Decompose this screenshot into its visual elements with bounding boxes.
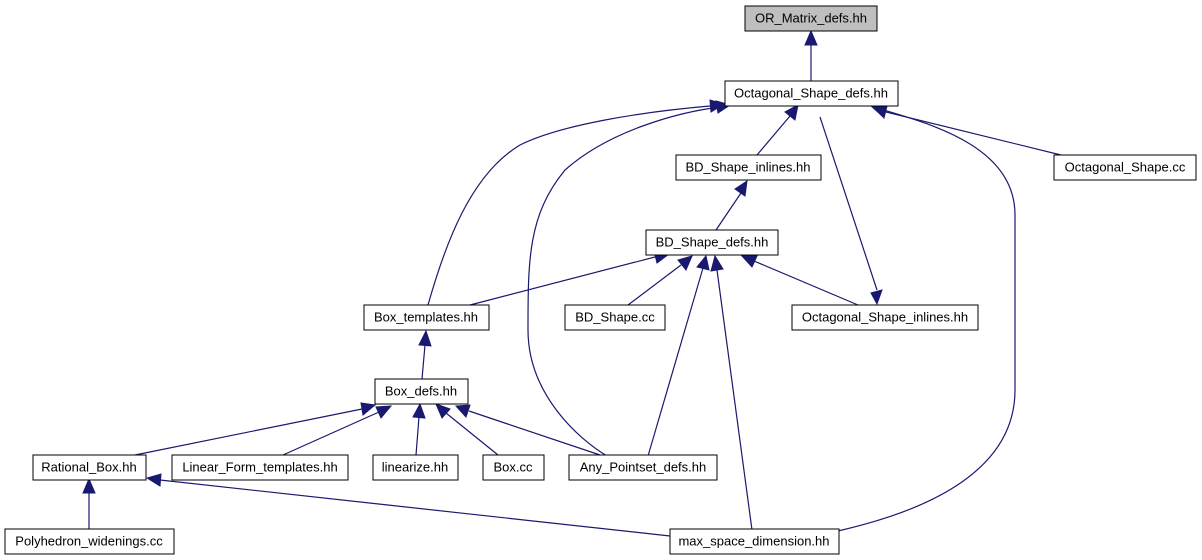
- node-polyhedron-widenings[interactable]: Polyhedron_widenings.cc: [4, 528, 175, 555]
- arrowhead: [418, 329, 432, 347]
- node-or-matrix-defs[interactable]: OR_Matrix_defs.hh: [744, 5, 878, 32]
- arrowhead: [412, 402, 426, 419]
- node-label: Box_templates.hh: [374, 309, 478, 324]
- node-label: BD_Shape_defs.hh: [656, 234, 769, 249]
- arrowhead: [677, 255, 693, 271]
- arrowhead: [804, 29, 818, 46]
- node-octagonal-shape-defs[interactable]: Octagonal_Shape_defs.hh: [724, 80, 899, 107]
- node-label: Octagonal_Shape.cc: [1065, 159, 1186, 174]
- node-label: linearize.hh: [382, 459, 449, 474]
- node-rational-box[interactable]: Rational_Box.hh: [32, 454, 147, 481]
- edge-bd-shape-inlines-to-octagonal-shape-defs: [756, 115, 791, 156]
- node-linear-form-templates[interactable]: Linear_Form_templates.hh: [171, 454, 349, 481]
- edge-max-space-dimension-to-rational-box: [159, 479, 671, 537]
- node-box-templates[interactable]: Box_templates.hh: [363, 304, 490, 331]
- edge-bd-shape-cc-to-bd-shape-defs: [627, 264, 682, 306]
- edge-octagonal-shape-inlines-to-octagonal-shape-defs: [819, 116, 878, 291]
- arrowhead: [82, 477, 96, 494]
- node-octagonal-shape-inlines[interactable]: Octagonal_Shape_inlines.hh: [791, 304, 979, 331]
- edge-bd-shape-defs-to-bd-shape-inlines: [715, 192, 742, 231]
- node-bd-shape-inlines[interactable]: BD_Shape_inlines.hh: [675, 154, 822, 181]
- node-label: Box.cc: [493, 459, 533, 474]
- node-label: Octagonal_Shape_defs.hh: [734, 85, 888, 100]
- node-label: Rational_Box.hh: [41, 459, 136, 474]
- node-label: Polyhedron_widenings.cc: [15, 533, 163, 548]
- node-label: Any_Pointset_defs.hh: [580, 459, 706, 474]
- node-box-cc[interactable]: Box.cc: [482, 454, 545, 481]
- edge-any-pointset-defs-to-bd-shape-defs: [647, 267, 704, 457]
- node-label: Box_defs.hh: [385, 383, 457, 398]
- node-label: BD_Shape_inlines.hh: [685, 159, 810, 174]
- arrowhead: [375, 405, 393, 419]
- arrowhead: [145, 473, 162, 487]
- edge-max-space-dimension-to-bd-shape-defs: [716, 269, 753, 531]
- node-bd-shape-defs[interactable]: BD_Shape_defs.hh: [645, 229, 779, 256]
- node-box-defs[interactable]: Box_defs.hh: [374, 378, 469, 405]
- node-label: max_space_dimension.hh: [678, 533, 829, 548]
- node-octagonal-shape-cc[interactable]: Octagonal_Shape.cc: [1053, 154, 1197, 181]
- node-linearize[interactable]: linearize.hh: [372, 454, 459, 481]
- arrowhead: [360, 402, 377, 416]
- edge-linear-form-templates-to-box-defs: [282, 411, 380, 456]
- edge-max-space-dimension-to-octagonal-shape-defs: [837, 108, 1016, 532]
- edge-octagonal-shape-inlines-to-bd-shape-defs: [753, 260, 859, 306]
- edge-box-cc-to-box-defs: [445, 412, 499, 456]
- arrowhead: [454, 404, 471, 418]
- arrowhead: [696, 254, 710, 271]
- edge-box-defs-to-box-templates: [421, 344, 426, 380]
- edge-any-pointset-defs-to-box-defs: [468, 410, 601, 456]
- node-label: Linear_Form_templates.hh: [182, 459, 337, 474]
- edge-layer: [82, 29, 1062, 537]
- arrowhead: [435, 403, 451, 419]
- node-bd-shape-cc[interactable]: BD_Shape.cc: [564, 304, 666, 331]
- edge-rational-box-to-box-defs: [134, 408, 363, 456]
- node-label: Octagonal_Shape_inlines.hh: [802, 309, 968, 324]
- node-any-pointset-defs[interactable]: Any_Pointset_defs.hh: [568, 454, 718, 481]
- node-label: OR_Matrix_defs.hh: [755, 10, 867, 25]
- node-label: BD_Shape.cc: [575, 309, 655, 324]
- edge-box-templates-to-bd-shape-defs: [469, 256, 656, 306]
- node-layer: OR_Matrix_defs.hh Octagonal_Shape_defs.h…: [4, 5, 1197, 555]
- arrowhead: [870, 289, 883, 306]
- arrowhead: [710, 254, 724, 272]
- edge-linearize-to-box-defs: [415, 416, 420, 456]
- edge-any-pointset-defs-to-octagonal-shape-defs: [527, 106, 721, 457]
- node-max-space-dimension[interactable]: max_space_dimension.hh: [669, 528, 840, 555]
- arrowhead: [784, 104, 799, 121]
- edge-box-templates-to-octagonal-shape-defs: [427, 105, 711, 306]
- arrowhead: [740, 255, 758, 268]
- arrowhead: [734, 179, 748, 197]
